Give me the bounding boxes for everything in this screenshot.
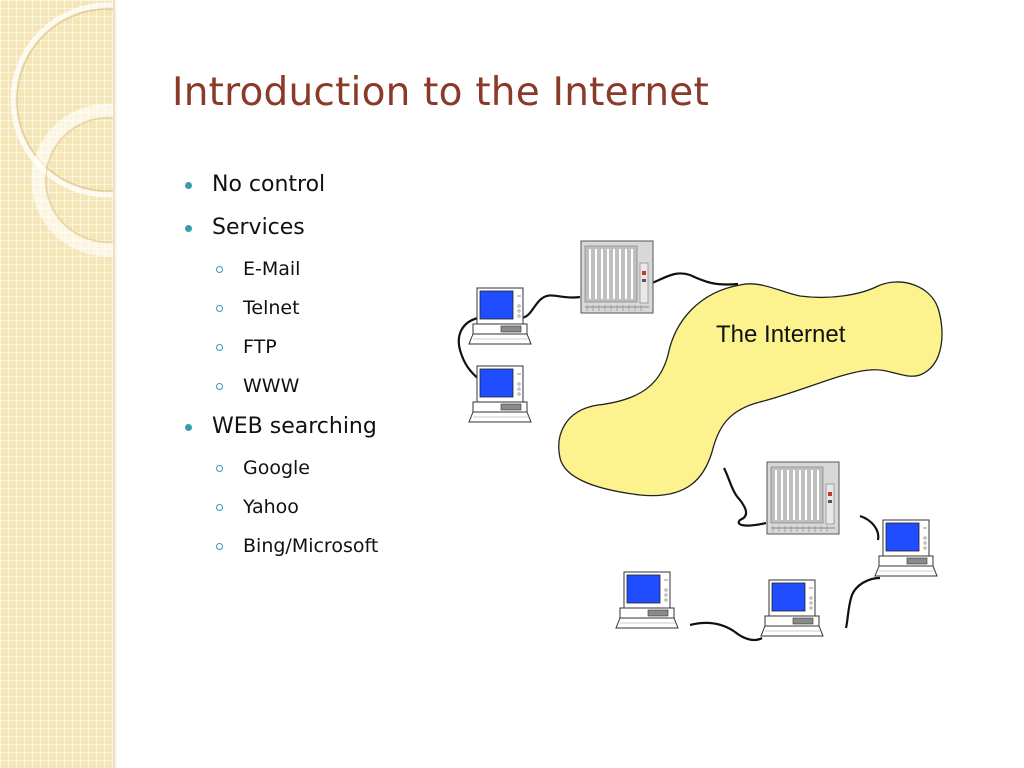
side-band-edge [113,0,117,768]
sub-bullet-ring-icon [216,383,223,390]
server-icon [580,240,654,314]
computer-icon [874,519,938,577]
sub-bullet-text: Google [243,457,311,479]
computer-icon [760,579,824,637]
sub-bullet-text: Telnet [243,297,300,319]
sub-bullet-item: Telnet [185,295,425,321]
cloud-label: The Internet [716,321,846,348]
bullet-dot-icon [185,424,192,431]
sub-bullet-ring-icon [216,465,223,472]
bullet-item: No control [185,170,425,200]
decorative-side-band [0,0,113,768]
bullet-text: Services [212,215,305,240]
network-cables [457,272,881,642]
sub-bullet-text: Yahoo [243,496,299,518]
sub-bullet-item: WWW [185,373,425,399]
computer-icon [615,571,679,629]
bullet-dot-icon [185,225,192,232]
bullet-item: WEB searching [185,412,425,442]
decorative-rings [10,2,113,257]
bullet-dot-icon [185,182,192,189]
bullet-list: No control Services E-Mail Telnet FTP WW… [185,170,425,572]
sub-bullet-ring-icon [216,266,223,273]
sub-bullet-item: Yahoo [185,494,425,520]
sub-bullet-text: E-Mail [243,258,301,280]
network-diagram: The Internet [457,240,943,642]
sub-bullet-text: FTP [243,336,277,358]
sub-bullet-item: FTP [185,334,425,360]
internet-cloud [558,281,943,497]
sub-bullet-ring-icon [216,305,223,312]
slide-title: Introduction to the Internet [172,70,709,115]
sub-bullet-ring-icon [216,543,223,550]
sub-bullet-text: WWW [243,375,300,397]
sub-bullet-item: Bing/Microsoft [185,533,425,559]
computer-icon [468,365,532,423]
bullet-item: Services [185,213,425,243]
sub-bullet-ring-icon [216,504,223,511]
sub-bullet-item: Google [185,455,425,481]
bullet-text: No control [212,172,326,197]
sub-bullet-ring-icon [216,344,223,351]
computer-icon [468,287,532,345]
server-icon [766,461,840,535]
sub-bullet-item: E-Mail [185,256,425,282]
bullet-text: WEB searching [212,414,377,439]
sub-bullet-text: Bing/Microsoft [243,535,379,557]
